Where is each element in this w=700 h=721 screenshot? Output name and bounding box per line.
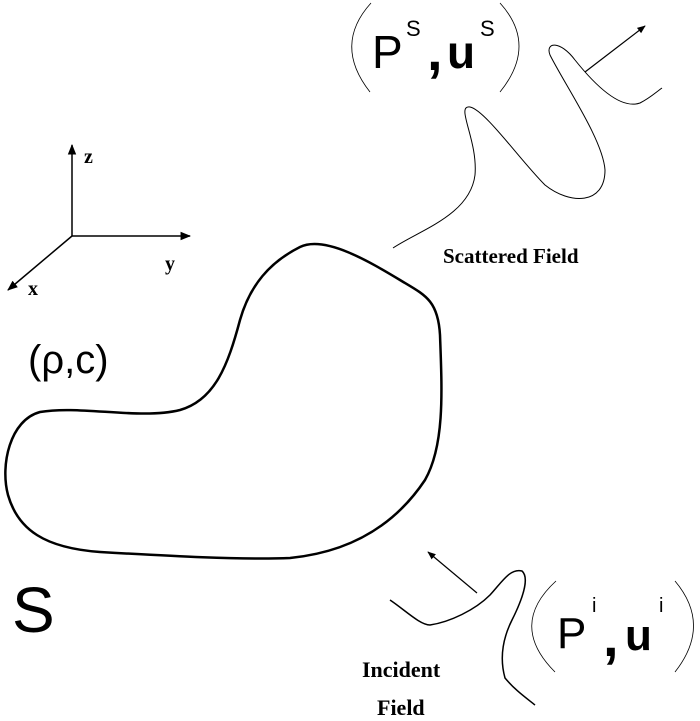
- incident-wave: [389, 569, 536, 706]
- incident-field-label-line2: Field: [377, 695, 425, 720]
- velocity-symbol: u: [625, 611, 652, 660]
- right-angle-bracket: [499, 2, 520, 93]
- x-axis-label: x: [28, 278, 38, 300]
- surface-label: S: [12, 574, 55, 646]
- comma: ,: [427, 19, 443, 82]
- incident-field-label-line1: Incident: [362, 657, 441, 682]
- incident-field: P i , u i Incident Field: [362, 551, 694, 720]
- pressure-superscript: S: [406, 16, 421, 41]
- velocity-superscript: S: [480, 16, 495, 41]
- coordinate-axes: z y x: [7, 143, 192, 300]
- scattered-field: P S , u S Scattered Field: [351, 2, 663, 268]
- scattered-field-label: Scattered Field: [443, 244, 579, 268]
- pressure-superscript: i: [592, 595, 596, 617]
- y-axis-label: y: [165, 253, 175, 275]
- x-axis: [7, 235, 73, 291]
- left-angle-bracket: [531, 580, 557, 673]
- incident-direction-arrow: [427, 551, 478, 594]
- scattered-wave: [392, 44, 663, 249]
- z-axis-label: z: [84, 146, 93, 168]
- scattered-direction-arrow: [584, 25, 646, 73]
- velocity-symbol: u: [447, 26, 475, 78]
- right-angle-bracket: [674, 580, 694, 673]
- velocity-superscript: i: [659, 595, 663, 617]
- scatterer-body: [4, 242, 443, 560]
- left-angle-bracket: [351, 2, 372, 93]
- pressure-symbol: P: [557, 609, 586, 658]
- comma: ,: [603, 605, 619, 668]
- material-label: (ρ,c): [28, 338, 109, 382]
- pressure-symbol: P: [372, 26, 403, 78]
